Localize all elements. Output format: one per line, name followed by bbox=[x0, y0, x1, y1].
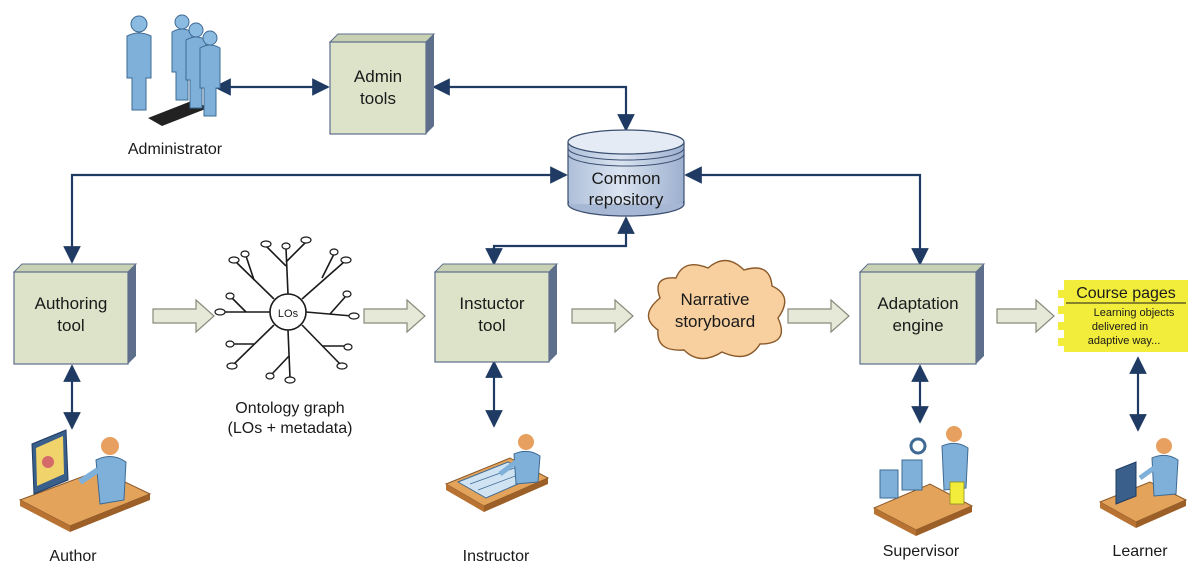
adaptation-engine-box: Adaptation engine bbox=[858, 263, 986, 365]
arrow-repository-adaptation bbox=[684, 166, 929, 266]
author-icon bbox=[18, 429, 152, 532]
supervisor-label: Supervisor bbox=[883, 543, 960, 560]
arrow-admin-tools-repository bbox=[432, 78, 635, 132]
course-pages-line-2: delivered in bbox=[1092, 321, 1148, 333]
learner-icon bbox=[1098, 438, 1188, 528]
ontology-graph-icon bbox=[214, 236, 360, 384]
supervisor-icon bbox=[872, 426, 974, 536]
authoring-tool-label-1: Authoring bbox=[35, 294, 108, 313]
narrative-storyboard-cloud: Narrative storyboard bbox=[647, 259, 786, 360]
arrow-authoring-repository bbox=[63, 166, 568, 264]
instructor-tool-label-1: Instuctor bbox=[459, 294, 525, 313]
connectors bbox=[63, 78, 1147, 432]
instructor-label: Instructor bbox=[463, 548, 530, 565]
repository-label-2: repository bbox=[589, 190, 664, 209]
ontology-caption-1: Ontology graph bbox=[235, 400, 344, 417]
storyboard-label-2: storyboard bbox=[675, 312, 755, 331]
instructor-tool-box: Instuctor tool bbox=[433, 263, 559, 363]
admin-tools-label-1: Admin bbox=[354, 67, 402, 86]
adaptation-engine-label-2: engine bbox=[892, 316, 943, 335]
author-label: Author bbox=[49, 548, 97, 565]
flow-arrow-2 bbox=[363, 298, 426, 334]
course-pages-card: Course pages Learning objects delivered … bbox=[1058, 280, 1188, 352]
administrator-icon bbox=[126, 14, 221, 126]
instructor-icon bbox=[444, 434, 550, 512]
admin-tools-box: Admin tools bbox=[328, 33, 436, 135]
ontology-caption-2: (LOs + metadata) bbox=[228, 420, 353, 437]
learner-label: Learner bbox=[1112, 543, 1168, 560]
flow-arrow-3 bbox=[571, 298, 634, 334]
course-pages-line-1: Learning objects bbox=[1094, 307, 1175, 319]
adaptation-engine-label-1: Adaptation bbox=[877, 294, 958, 313]
flow-arrow-5 bbox=[996, 298, 1055, 334]
flow-arrows bbox=[152, 298, 1055, 334]
flow-arrow-4 bbox=[787, 298, 850, 334]
arrow-instructor-repository bbox=[485, 216, 635, 266]
administrator-label: Administrator bbox=[128, 141, 223, 158]
course-pages-line-3: adaptive way... bbox=[1088, 335, 1161, 347]
admin-tools-label-2: tools bbox=[360, 89, 396, 108]
flow-arrow-1 bbox=[152, 298, 215, 334]
authoring-tool-label-2: tool bbox=[57, 316, 84, 335]
instructor-tool-label-2: tool bbox=[478, 316, 505, 335]
ontology-center-label: LOs bbox=[278, 308, 299, 320]
common-repository: Common repository bbox=[567, 129, 685, 217]
course-pages-title: Course pages bbox=[1076, 285, 1176, 302]
repository-label-1: Common bbox=[592, 169, 661, 188]
storyboard-label-1: Narrative bbox=[681, 290, 750, 309]
authoring-tool-box: Authoring tool bbox=[12, 263, 138, 365]
